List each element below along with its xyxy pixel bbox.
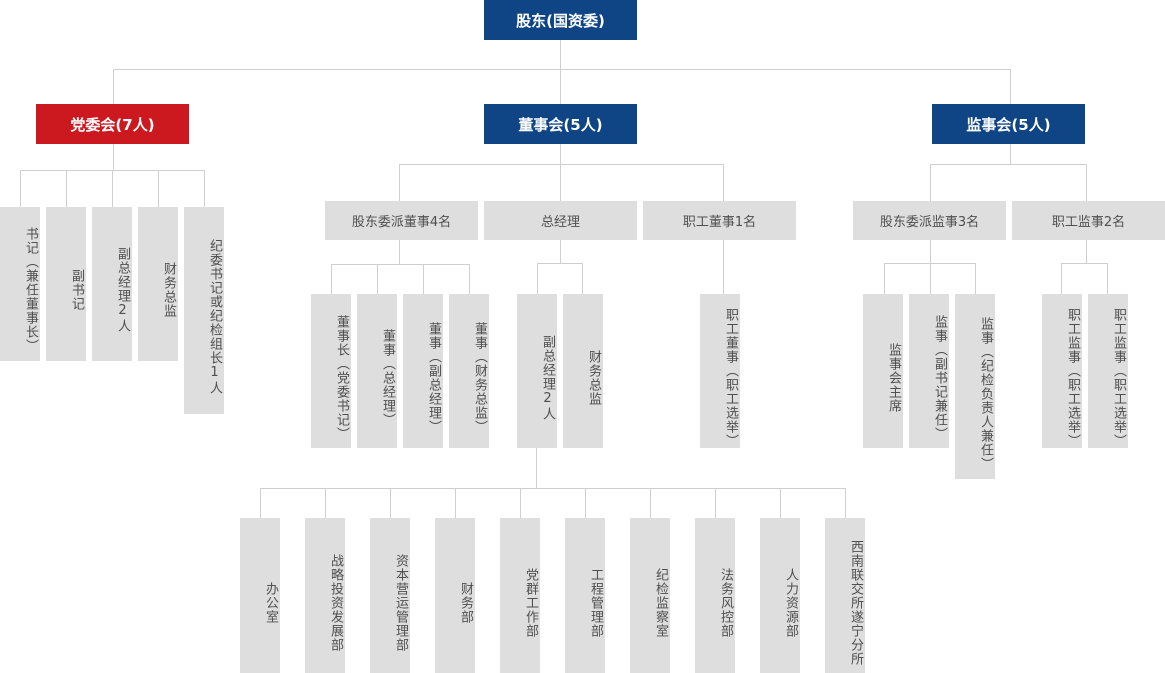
staff-director-node: 职工董事1名 [643,201,796,240]
staff-director-member: 职工董事（职工选举） [700,294,740,448]
supervisor-member: 监事（纪检负责人兼任） [955,294,995,479]
staff-supervisors-node: 职工监事2名 [1012,201,1165,240]
party-committee-node: 党委会(7人) [36,104,189,144]
supervisor-member: 监事（副书记兼任） [909,294,949,448]
party-member: 副书记 [46,207,86,361]
department-node: 办公室 [240,518,280,673]
director-member: 董事（总经理） [357,294,397,448]
shareholder-node: 股东(国资委) [484,0,637,40]
gm-member: 财务总监 [563,294,603,448]
gm-member: 副总经理2人 [517,294,557,448]
department-node: 财务部 [435,518,475,673]
board-of-directors-node: 董事会(5人) [484,104,637,144]
staff-supervisor-member: 职工监事（职工选举） [1088,294,1128,448]
director-member: 董事长（党委书记） [311,294,351,448]
department-node: 资本营运管理部 [370,518,410,673]
party-member: 纪委书记或纪检组长1人 [184,207,224,414]
supervisor-member: 监事会主席 [863,294,903,448]
director-member: 董事（财务总监） [449,294,489,448]
department-node: 党群工作部 [500,518,540,673]
department-node: 纪检监察室 [630,518,670,673]
board-of-supervisors-node: 监事会(5人) [932,104,1085,144]
staff-supervisor-member: 职工监事（职工选举） [1042,294,1082,448]
party-member: 财务总监 [138,207,178,361]
party-member: 书记（兼任董事长） [0,207,40,361]
department-node: 人力资源部 [760,518,800,673]
general-manager-node: 总经理 [484,201,637,240]
department-node: 西南联交所遂宁分所 [825,518,865,673]
shareholder-directors-node: 股东委派董事4名 [325,201,478,240]
department-node: 法务风控部 [695,518,735,673]
department-node: 战略投资发展部 [305,518,345,673]
party-member: 副总经理2人 [92,207,132,361]
director-member: 董事（副总经理） [403,294,443,448]
shareholder-supervisors-node: 股东委派监事3名 [853,201,1006,240]
department-node: 工程管理部 [565,518,605,673]
